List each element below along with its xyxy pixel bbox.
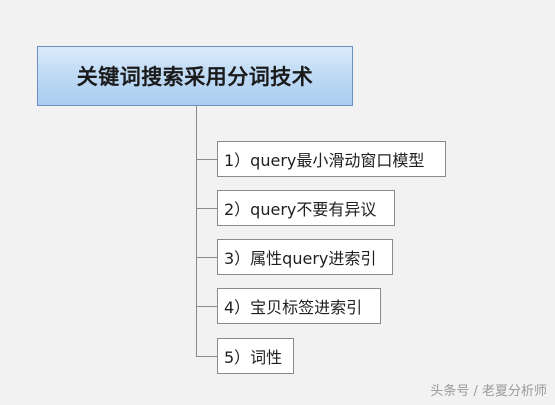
child-topic-label: 2）query不要有异议	[224, 200, 377, 219]
watermark: 头条号 / 老夏分析师	[430, 384, 547, 399]
child-topic-label: 5）词性	[224, 348, 283, 367]
child-topic-label: 1）query最小滑动窗口模型	[224, 151, 425, 170]
branch-connector-3	[196, 257, 217, 258]
child-topic-4[interactable]: 4）宝贝标签进索引	[217, 288, 381, 324]
child-topic-2[interactable]: 2）query不要有异议	[217, 190, 395, 226]
branch-connector-1	[196, 159, 217, 160]
trunk-connector	[196, 106, 197, 357]
root-topic[interactable]: 关键词搜索采用分词技术	[37, 46, 353, 106]
root-topic-label: 关键词搜索采用分词技术	[76, 65, 314, 89]
child-topic-1[interactable]: 1）query最小滑动窗口模型	[217, 141, 446, 177]
branch-connector-5	[196, 356, 217, 357]
child-topic-label: 4）宝贝标签进索引	[224, 298, 363, 317]
branch-connector-2	[196, 208, 217, 209]
child-topic-3[interactable]: 3）属性query进索引	[217, 239, 393, 275]
child-topic-5[interactable]: 5）词性	[217, 338, 294, 374]
branch-connector-4	[196, 306, 217, 307]
child-topic-label: 3）属性query进索引	[224, 249, 377, 268]
